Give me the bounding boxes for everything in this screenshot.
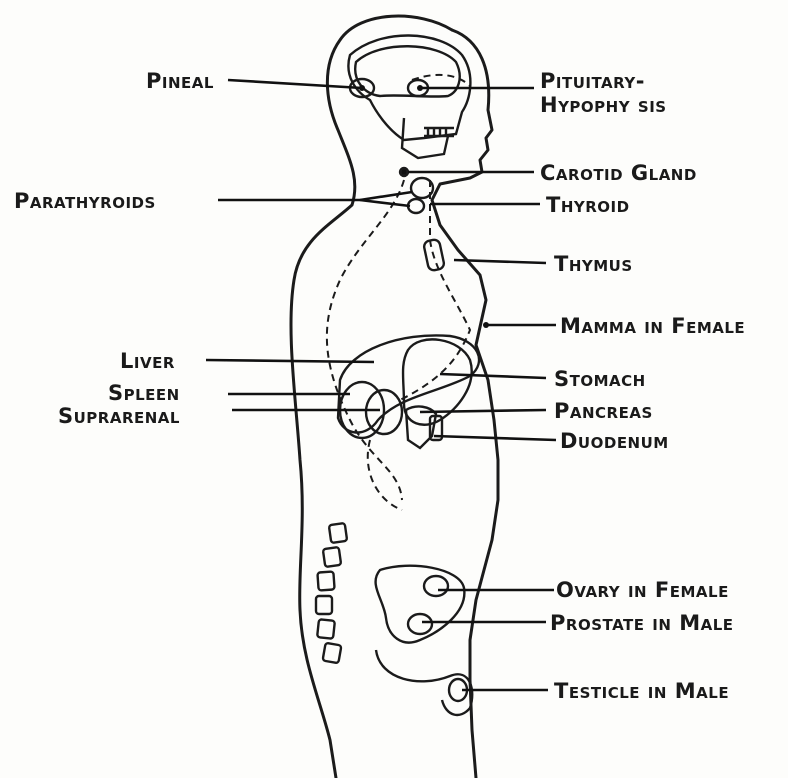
dashed-abdominal — [368, 440, 402, 510]
pelvis-shape — [376, 566, 465, 643]
label-prostate: Prostate in Male — [550, 611, 734, 635]
label-pituitary-line2: Hypophy sis — [540, 93, 667, 117]
label-duodenum: Duodenum — [560, 429, 669, 453]
label-ovary: Ovary in Female — [556, 578, 729, 602]
prostate-shape — [408, 614, 432, 634]
label-carotid-gland: Carotid Gland — [540, 161, 697, 185]
label-thyroid: Thyroid — [546, 193, 630, 217]
label-stomach: Stomach — [554, 367, 646, 391]
spine-vertebrae — [316, 523, 347, 663]
label-spleen: Spleen — [108, 381, 180, 405]
label-pituitary-line1: Pituitary- — [540, 69, 645, 93]
teeth — [424, 128, 454, 136]
genital-outline — [376, 650, 472, 715]
label-liver: Liver — [120, 349, 175, 373]
body-outline-front — [432, 30, 498, 778]
label-pancreas: Pancreas — [554, 399, 653, 423]
label-parathyroids: Parathyroids — [14, 189, 156, 213]
label-pineal: Pineal — [146, 69, 214, 93]
ovary-shape — [424, 576, 448, 596]
label-testicle: Testicle in Male — [554, 679, 729, 703]
label-mamma: Mamma in Female — [560, 314, 745, 338]
label-suprarenal: Suprarenal — [58, 404, 180, 428]
label-thymus: Thymus — [554, 252, 633, 276]
parathyroid-shape — [408, 199, 424, 213]
